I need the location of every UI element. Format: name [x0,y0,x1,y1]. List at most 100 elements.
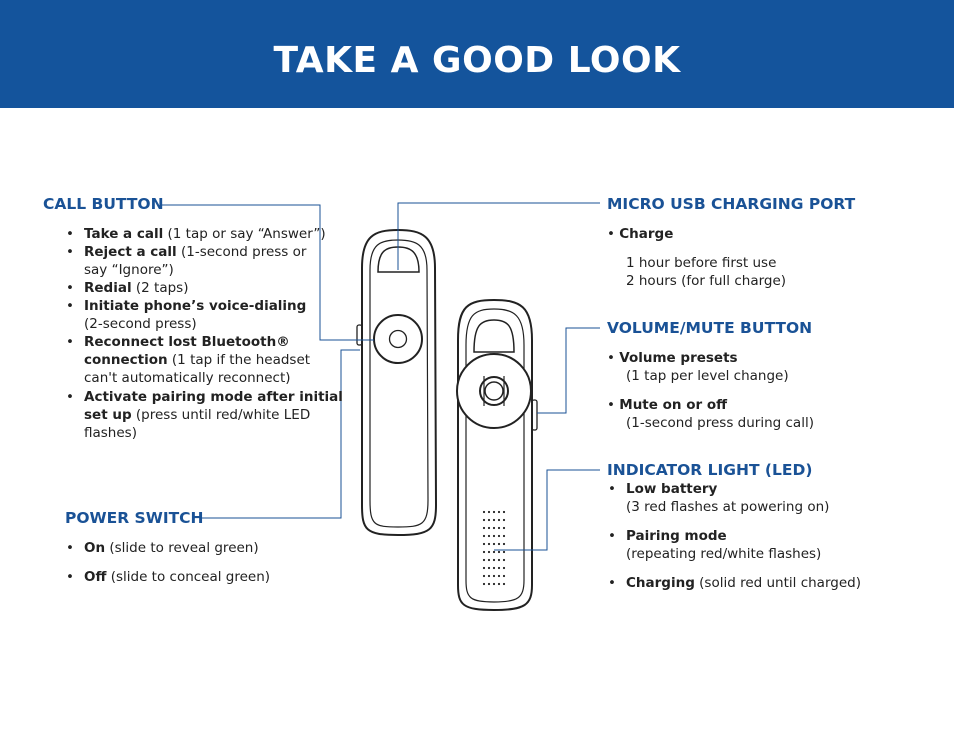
list-item-cont: 1 hour before first use [626,255,777,271]
list-item: • Charge [607,226,674,242]
speaker-dot [502,510,506,514]
speaker-dot [492,534,496,538]
page-title: TAKE A GOOD LOOK [273,40,681,81]
speaker-dot [502,558,506,562]
speaker-dot [482,542,486,546]
callout-lines [160,202,600,551]
list-item: Initiate phone’s voice-dialing [84,298,307,314]
speaker-dot [487,542,491,546]
speaker-dot [487,574,491,578]
bullet: • [66,569,74,585]
list-item: Charging (solid red until charged) [626,575,861,591]
list-item-cont: 2 hours (for full charge) [626,273,787,289]
call-button-outline [373,314,423,364]
speaker-dot [492,558,496,562]
list-item: Off (slide to conceal green) [84,569,271,585]
speaker-dot [487,550,491,554]
bullet: • [66,226,74,242]
speaker-dot [482,534,486,538]
speaker-dot [497,542,501,546]
list-item: Redial (2 taps) [84,280,189,296]
bullet: • [608,528,616,544]
speaker-dot [492,510,496,514]
bullet: • [66,334,74,350]
speaker-dot [497,526,501,530]
volume-button-heading: VOLUME/MUTE BUTTON [607,319,813,337]
speaker-dot [497,510,501,514]
list-item: • Volume presets [607,350,738,366]
speaker-dot [487,534,491,538]
callout-power-switch [200,349,360,519]
speaker-dot [497,574,501,578]
list-item-cont: connection (1 tap if the headset [84,352,311,368]
speaker-dot [492,582,496,586]
list-item-cont: say “Ignore”) [84,262,174,278]
speaker-dot [482,550,486,554]
bullet: • [608,481,616,497]
list-item: On (slide to reveal green) [84,540,259,556]
speaker-dot [502,574,506,578]
speaker-dot [497,566,501,570]
speaker-dot [487,566,491,570]
speaker-dot [492,566,496,570]
speaker-dot [482,510,486,514]
speaker-dot [482,558,486,562]
speaker-dot [492,542,496,546]
list-item-cont: set up (press until red/white LED [84,407,311,423]
speaker-dot [497,534,501,538]
volume-button-outline [531,399,538,431]
bullet: • [66,280,74,296]
bullet: • [66,540,74,556]
speaker-dot [482,526,486,530]
callout-usb-port [397,202,600,270]
speaker-dot [497,550,501,554]
speaker-dot [497,518,501,522]
list-item-cont: can't automatically reconnect) [84,370,291,386]
speaker-dot [492,574,496,578]
list-item: • Mute on or off [607,397,728,413]
bullet: • [66,389,74,405]
usb-port-heading: MICRO USB CHARGING PORT [607,195,856,213]
speaker-dot [487,518,491,522]
speaker-dot [482,518,486,522]
speaker-dot [502,526,506,530]
speaker-dot [502,518,506,522]
speaker-dot [487,558,491,562]
speaker-dot [502,550,506,554]
power-switch-heading: POWER SWITCH [65,509,204,527]
list-item: Reject a call (1-second press or [84,244,307,260]
speaker-grille [482,510,506,586]
indicator-light-heading: INDICATOR LIGHT (LED) [607,461,813,479]
speaker-dot [502,542,506,546]
speaker-dot [502,534,506,538]
list-item-cont: flashes) [84,425,137,441]
list-item-cont: (1-second press during call) [626,415,814,431]
speaker-dot [482,582,486,586]
callout-volume-button [537,327,600,414]
callout-call-button [160,204,374,341]
bullet: • [66,298,74,314]
speaker-dot [492,550,496,554]
list-item-cont: (1 tap per level change) [626,368,789,384]
speaker-dot [487,582,491,586]
title-banner [0,0,954,108]
call-button-heading: CALL BUTTON [43,195,164,213]
speaker-dot [492,526,496,530]
power-switch-outline [356,324,363,346]
list-item-cont: (repeating red/white flashes) [626,546,822,562]
speaker-dot [487,510,491,514]
list-item: Reconnect lost Bluetooth® [84,334,290,350]
speaker-dot [502,566,506,570]
list-item-cont: (2-second press) [84,316,197,332]
speaker-dot [502,582,506,586]
speaker-dot [482,566,486,570]
callout-indicator-light [494,469,600,551]
list-item: Activate pairing mode after initial [84,389,343,405]
speaker-dot [487,526,491,530]
list-item: Low battery [626,481,718,497]
speaker-dot [482,574,486,578]
headset-front-view [456,298,538,612]
bullet: • [608,575,616,591]
headset-side-view [356,228,438,537]
